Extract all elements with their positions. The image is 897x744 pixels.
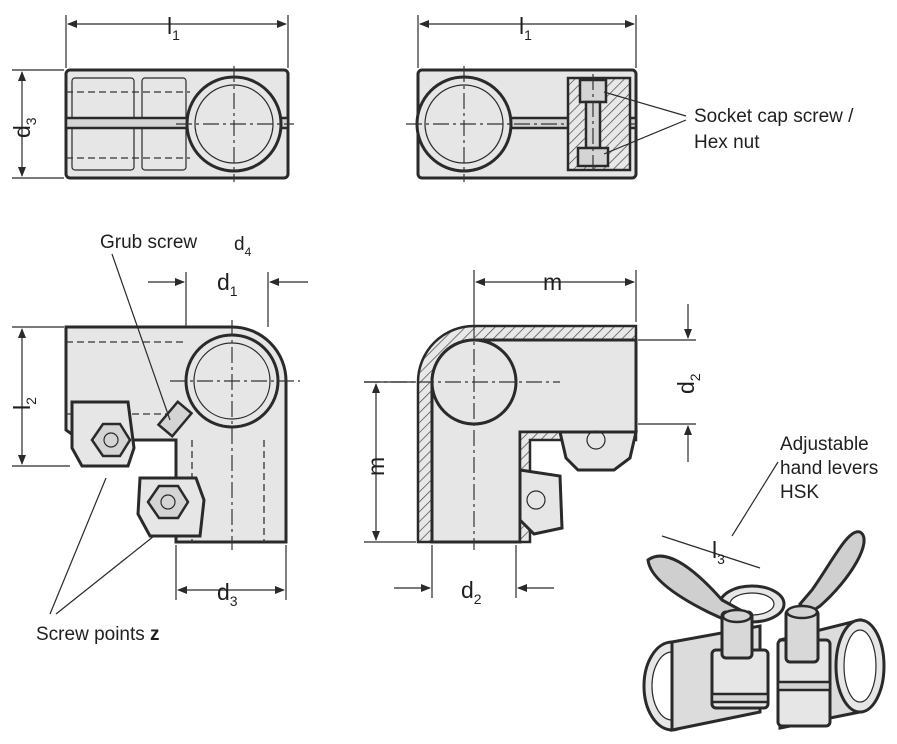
label-hand-levers: hand levers — [780, 458, 878, 479]
dim-d1: d1 — [217, 269, 238, 299]
dim-d2-right: d2 — [673, 373, 703, 394]
label-screw-points: Screw points z — [36, 624, 160, 645]
label-hex-nut: Hex nut — [694, 132, 760, 153]
top-left-view: l1 d3 — [9, 13, 294, 182]
middle-right-view: m m d2 d2 — [363, 269, 703, 607]
dim-d2-bottom: d2 — [461, 577, 482, 607]
label-grub-screw: Grub screw — [100, 232, 197, 253]
dim-l1-left: l1 — [167, 13, 180, 43]
label-hsk: HSK — [780, 482, 819, 503]
label-socket-cap-screw: Socket cap screw / — [694, 106, 854, 127]
dim-m-top: m — [543, 269, 562, 295]
label-adjustable: Adjustable — [780, 434, 869, 455]
dim-m-left: m — [363, 457, 389, 476]
dim-d4: d4 — [234, 234, 252, 259]
dim-d3-top: d3 — [9, 117, 39, 138]
dim-d3-bottom: d3 — [217, 579, 238, 609]
top-right-view: l1 Socket cap screw / Hex nut — [406, 13, 854, 182]
middle-left-view: d1 l2 d3 Grub screw d4 Screw points z — [9, 232, 308, 645]
dim-l3: l3 — [712, 537, 725, 567]
clamp-3d-illustration: Adjustable hand levers HSK l3 — [642, 434, 886, 732]
dim-l2: l2 — [9, 397, 39, 410]
dim-l1-right: l1 — [519, 13, 532, 43]
